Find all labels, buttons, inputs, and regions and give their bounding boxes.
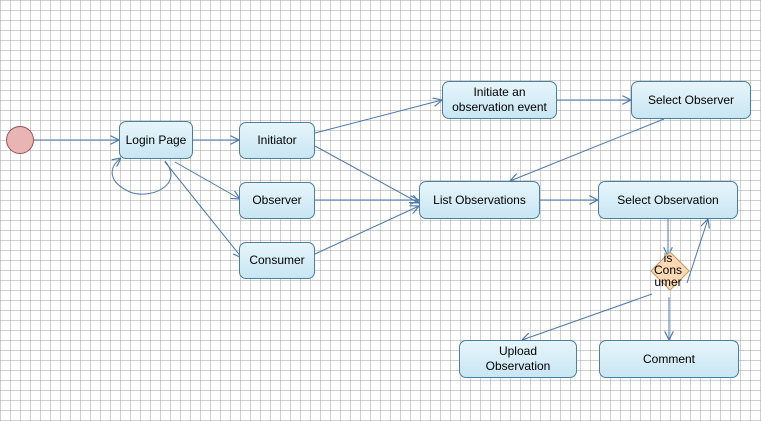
observer-node: Observer	[239, 182, 315, 219]
select-observer-node: Select Observer	[631, 81, 751, 119]
login-page-node: Login Page	[119, 121, 193, 159]
consumer-node: Consumer	[239, 242, 315, 279]
start-node	[6, 126, 34, 154]
edge-decision-to-upload	[522, 293, 653, 340]
edge-decision-to-select-observation	[686, 219, 708, 284]
edge-login-to-consumer	[164, 161, 242, 258]
list-observations-node: List Observations	[419, 181, 540, 219]
edge-initiator-to-list-observations	[314, 145, 419, 203]
edge-initiator-to-initiate-event	[314, 100, 442, 134]
edge-select-observer-to-list-observations	[510, 118, 665, 181]
edge-login-self-loop	[112, 158, 172, 195]
initiate-observation-event-node: Initiate an observation event	[442, 81, 557, 119]
initiator-node: Initiator	[239, 122, 315, 159]
select-observation-node: Select Observation	[598, 181, 738, 219]
is-consumer-decision-label: is Cons umer	[653, 251, 682, 289]
upload-observation-node: Upload Observation	[459, 340, 577, 378]
edge-consumer-to-list-observations	[314, 206, 419, 255]
edge-login-to-observer	[174, 161, 240, 199]
comment-node: Comment	[599, 340, 739, 378]
